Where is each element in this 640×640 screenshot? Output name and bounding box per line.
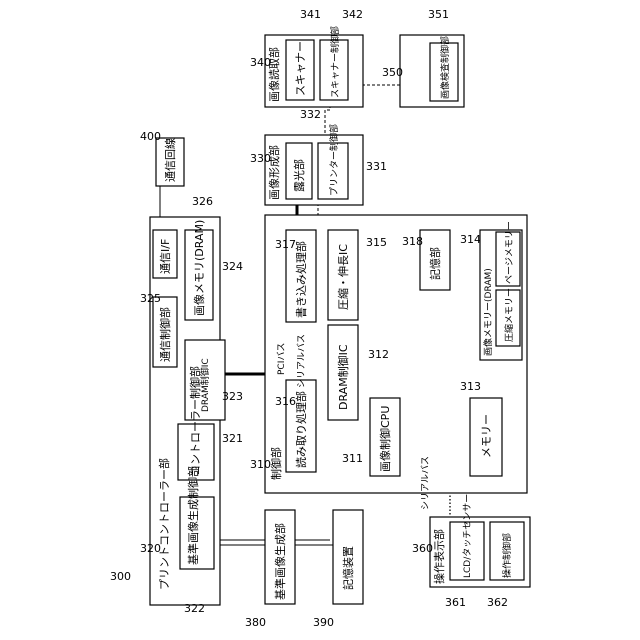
printer-ctrl-label: プリンター制御部 <box>328 124 340 196</box>
ref-325: 325 <box>140 292 161 305</box>
image-memory-label: 画像メモリ(DRAM) <box>193 220 206 316</box>
ref-310: 310 <box>250 458 271 471</box>
ref-318: 318 <box>402 235 423 248</box>
pci-bus-label: PCIバス <box>276 343 287 375</box>
ref-312: 312 <box>368 348 389 361</box>
ref-316: 316 <box>275 395 296 408</box>
ref-image-gen-label: 基準画像生成部 <box>273 523 287 600</box>
scanner-label: スキャナー <box>294 41 307 96</box>
controller-ctrl-label: コントローラー制御部 <box>188 366 202 476</box>
ref-350: 350 <box>382 66 403 79</box>
compress-memory-label: 圧縮メモリー <box>503 288 515 342</box>
image-inspect-label: 画像検査制御部 <box>439 36 451 99</box>
ref-320: 320 <box>140 542 161 555</box>
scanner-ctrl-label: スキャナー制御部 <box>329 26 341 98</box>
ref-362: 362 <box>487 596 508 609</box>
ref-331: 331 <box>366 160 387 173</box>
ref-360: 360 <box>412 542 433 555</box>
ref-326: 326 <box>192 195 213 208</box>
op-ctrl-label: 操作制御部 <box>501 533 513 578</box>
ref-400: 400 <box>140 130 161 143</box>
storage-inner-label: 記憶部 <box>428 247 442 280</box>
op-display-label: 操作表示部 <box>432 529 446 584</box>
write-proc-label: 書き込み処理部 <box>294 241 308 318</box>
dram-ctrl-ic-pc-label: DRAM制御IC <box>199 358 211 412</box>
print-controller-label: プリントコントローラー部 <box>157 458 171 590</box>
dram-ctrl-ic-cu-label: DRAM制御IC <box>336 344 350 410</box>
compress-ic-label: 圧縮・伸長IC <box>336 244 350 310</box>
serial-bus-outer-label: シリアルバス <box>420 456 431 510</box>
ref-311: 311 <box>342 452 363 465</box>
page-memory-label: ページメモリー <box>505 221 515 284</box>
ref-image-gen-ctrl-label: 基準画像生成制御部 <box>186 466 200 565</box>
exposure-label: 露光部 <box>292 159 306 192</box>
memory-label: メモリー <box>480 414 493 458</box>
lcd-label: LCD/タッチセンサー <box>462 494 473 578</box>
comm-line-label: 通信回線 <box>163 138 177 182</box>
ref-323: 323 <box>222 390 243 403</box>
ref-380: 380 <box>245 616 266 629</box>
ref-390: 390 <box>313 616 334 629</box>
ref-314: 314 <box>460 233 481 246</box>
ref-321: 321 <box>222 432 243 445</box>
ref-317: 317 <box>275 238 296 251</box>
ref-330: 330 <box>250 152 271 165</box>
ref-300: 300 <box>110 570 131 583</box>
storage-device-label: 記憶装置 <box>341 546 355 590</box>
ref-351: 351 <box>428 8 449 21</box>
ref-315: 315 <box>366 236 387 249</box>
image-memory-unit-label: 画像メモリー(DRAM) <box>482 268 494 356</box>
ref-324: 324 <box>222 260 243 273</box>
ref-341: 341 <box>300 8 321 21</box>
ref-361: 361 <box>445 596 466 609</box>
ref-340: 340 <box>250 56 271 69</box>
read-proc-label: 読み取り処理部 <box>294 391 308 468</box>
ref-313: 313 <box>460 380 481 393</box>
comm-if-label: 通信I/F <box>159 239 172 274</box>
control-unit-label: 制御部 <box>269 447 283 480</box>
serial-bus-inner-label: シリアルバス <box>296 334 307 388</box>
image-cpu-label: 画像制御CPU <box>378 406 392 472</box>
ref-332: 332 <box>300 108 321 121</box>
ref-322: 322 <box>184 602 205 615</box>
ref-342: 342 <box>342 8 363 21</box>
comm-ctrl-label: 通信制御部 <box>158 307 172 362</box>
